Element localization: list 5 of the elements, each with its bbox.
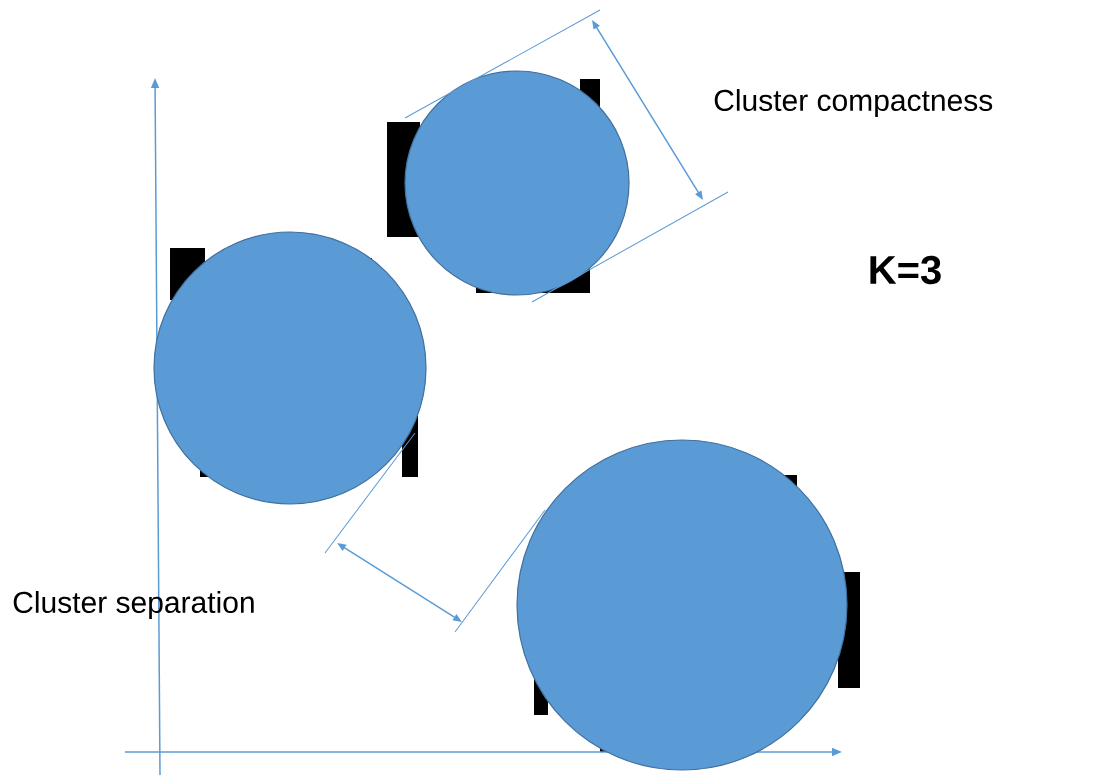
cluster-circle [153,231,427,505]
cluster-circle [516,439,848,771]
cluster-circle [404,70,630,296]
label-text: K=3 [870,255,941,285]
label-text: Cluster compactness [714,89,993,117]
